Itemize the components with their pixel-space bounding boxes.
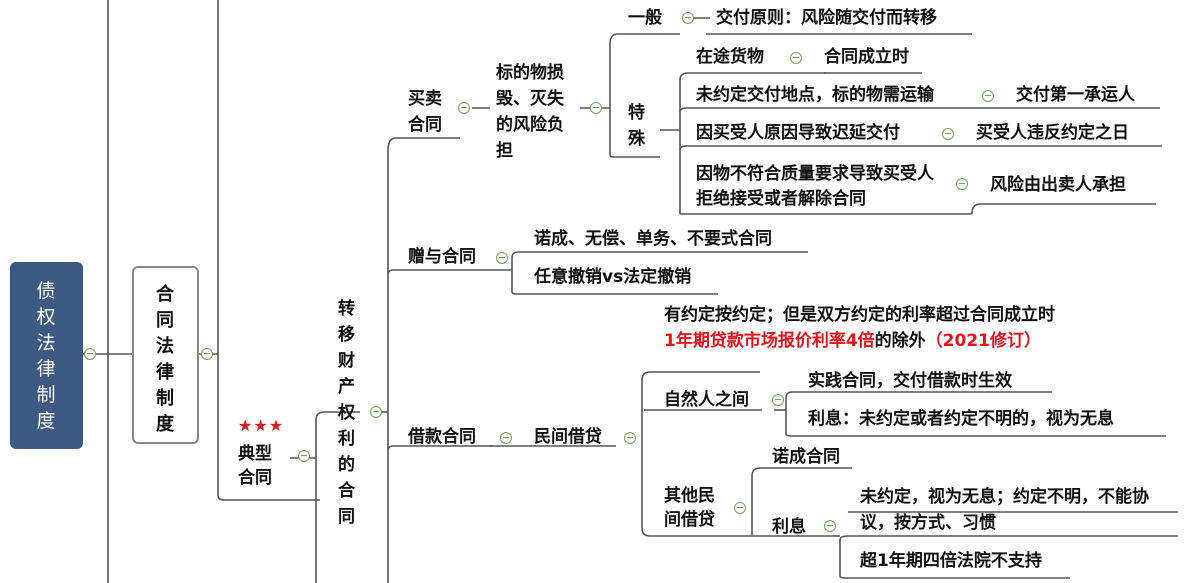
gift-item-2: 任意撤销vs法定撤销 bbox=[534, 267, 692, 287]
loan-note-1: 有约定按约定；但是双方约定的利率超过合同成立时 bbox=[664, 305, 1055, 325]
sale-general-label: 一般 bbox=[628, 8, 662, 28]
natural-item-1: 实践合同，交付借款时生效 bbox=[808, 371, 1012, 391]
level2-node[interactable] bbox=[132, 266, 199, 444]
interest-item-2: 超1年期四倍法院不支持 bbox=[860, 551, 1042, 571]
general-collapse-icon[interactable] bbox=[682, 12, 694, 24]
level2-label: 合同法律制度 bbox=[156, 284, 174, 435]
sale-risk-label: 标的物损毁、灭失的风险负担 bbox=[496, 63, 564, 161]
loan-note-2: 1年期贷款市场报价利率4倍的除外（2021修订） bbox=[664, 330, 1041, 352]
loan-note-2-red2: （2021修订） bbox=[925, 331, 1041, 351]
other-lending-label: 其他民间借贷 bbox=[664, 486, 715, 530]
special-cond-4: 因物不符合质量要求导致买受人拒绝接受或者解除合同 bbox=[696, 164, 934, 209]
gift-item-1: 诺成、无偿、单务、不要式合同 bbox=[534, 229, 772, 249]
special-4-collapse-icon[interactable] bbox=[956, 178, 968, 190]
sale-special-label: 特殊 bbox=[628, 103, 645, 149]
interest-collapse-icon[interactable] bbox=[824, 520, 836, 532]
other-collapse-icon[interactable] bbox=[734, 502, 746, 514]
root-collapse-icon[interactable] bbox=[84, 348, 96, 360]
special-cond-3: 因买受人原因导致迟延交付 bbox=[696, 123, 900, 143]
importance-stars: ★★★ bbox=[238, 416, 285, 435]
natural-persons-label: 自然人之间 bbox=[664, 390, 749, 410]
special-cond-2: 未约定交付地点，标的物需运输 bbox=[696, 85, 934, 105]
sale-collapse-icon[interactable] bbox=[458, 102, 470, 114]
risk-collapse-icon[interactable] bbox=[590, 102, 602, 114]
sale-general-value: 交付原则：风险随交付而转移 bbox=[716, 8, 937, 28]
special-result-1: 合同成立时 bbox=[824, 47, 909, 67]
private-collapse-icon[interactable] bbox=[624, 432, 636, 444]
private-lending-label: 民间借贷 bbox=[534, 427, 602, 447]
special-result-4: 风险由出卖人承担 bbox=[990, 175, 1126, 195]
special-result-3: 买受人违反约定之日 bbox=[976, 123, 1129, 143]
typical-label: 典型合同 bbox=[238, 444, 272, 488]
gift-collapse-icon[interactable] bbox=[496, 252, 508, 264]
gift-label: 赠与合同 bbox=[408, 247, 476, 267]
interest-label: 利息 bbox=[772, 517, 806, 537]
promissory-label: 诺成合同 bbox=[772, 447, 840, 467]
natural-item-2: 利息：未约定或者约定不明的，视为无息 bbox=[808, 409, 1114, 429]
loan-collapse-icon[interactable] bbox=[500, 432, 512, 444]
transfer-label: 转移财产权利的合同 bbox=[338, 299, 355, 527]
typical-collapse-icon[interactable] bbox=[298, 450, 310, 462]
loan-label: 借款合同 bbox=[408, 427, 476, 447]
natural-collapse-icon[interactable] bbox=[772, 394, 784, 406]
transfer-collapse-icon[interactable] bbox=[370, 406, 382, 418]
special-result-2: 交付第一承运人 bbox=[1016, 85, 1135, 105]
loan-note-2-mid: 的除外 bbox=[874, 331, 926, 351]
special-2-collapse-icon[interactable] bbox=[982, 90, 994, 102]
root-label: 债权法律制度 bbox=[36, 280, 56, 432]
special-3-collapse-icon[interactable] bbox=[942, 128, 954, 140]
special-cond-1: 在途货物 bbox=[696, 47, 764, 67]
loan-note-2-red: 1年期贷款市场报价利率4倍 bbox=[664, 331, 875, 351]
root-node[interactable] bbox=[10, 262, 83, 449]
level2-collapse-icon[interactable] bbox=[201, 348, 213, 360]
interest-item-1: 未约定，视为无息；约定不明，不能协议，按方式、习惯 bbox=[860, 487, 1149, 533]
special-1-collapse-icon[interactable] bbox=[790, 52, 802, 64]
sale-label: 买卖合同 bbox=[408, 89, 442, 135]
